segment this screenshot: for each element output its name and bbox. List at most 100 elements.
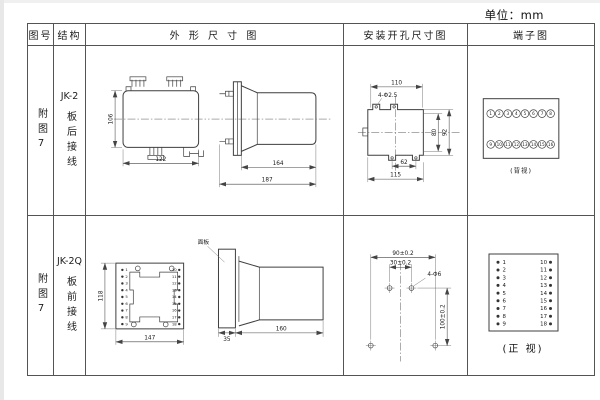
terminal-dot (496, 307, 500, 310)
terminal-number: 13 (172, 287, 177, 292)
terminal-dot (178, 322, 181, 326)
terminal-number: 14 (531, 142, 537, 147)
terminal-dot (178, 268, 181, 272)
terminal-number: 16 (548, 142, 554, 147)
terminal-number: 5 (524, 111, 527, 116)
dim-front-height: 106 (109, 113, 115, 124)
jk2q-drill-pattern: 90±0.2 30±0.2 100±0.2 4-Φ6 (365, 251, 452, 362)
spec-table: 图号 结构 外 形 尺 寸 图 安装开孔尺寸图 端子图 附图7 JK-2 板后接… (27, 23, 595, 376)
terminal-circle (546, 140, 555, 149)
terminal-number: 16 (172, 308, 177, 313)
holes-spec-label: 4-Φ6 (427, 272, 441, 278)
cell-structure-row1: JK-2 板后接线 (54, 46, 86, 216)
cell-figure-row2: 附图7 (28, 216, 54, 375)
terminal-number: 12 (540, 275, 547, 281)
terminal-number: 10 (540, 260, 547, 266)
terminal-number: 10 (172, 267, 177, 272)
cell-mounting-row2: 90±0.2 30±0.2 100±0.2 4-Φ6 (344, 216, 468, 375)
terminal-number: 12 (514, 142, 520, 147)
mounting-drawing-jk2: 110 4-Φ2.5 80 92 62 115 (357, 80, 462, 183)
terminal-number: 18 (540, 322, 547, 328)
dim-plate-width: 147 (144, 335, 155, 341)
terminal-number: 13 (522, 142, 528, 147)
terminal-number: 3 (125, 281, 128, 286)
figure-number: 附图7 (35, 272, 47, 319)
wiring-type: 板前接线 (64, 275, 76, 336)
terminal-dot (121, 302, 124, 305)
dim-depth-inner: 164 (273, 161, 284, 167)
terminal-number: 15 (540, 299, 547, 305)
terminal-dot (496, 314, 500, 318)
dim-panel-depth: 35 (223, 337, 231, 343)
jk2-cutout: 110 4-Φ2.5 80 92 62 115 (357, 80, 462, 183)
dim-front-width: 122 (155, 157, 166, 163)
terminal-dot (496, 291, 500, 295)
terminal-circle (503, 109, 513, 118)
terminal-circle (512, 109, 521, 118)
terminal-number: 9 (489, 142, 492, 147)
terminal-number: 1 (489, 111, 492, 116)
terminal-dot (549, 307, 552, 310)
dim-cutout-top-width: 110 (391, 80, 402, 86)
terminal-dot (121, 316, 124, 319)
terminal-dot (121, 309, 124, 312)
terminal-number: 1 (125, 267, 128, 272)
terminal-circle (529, 140, 538, 149)
terminal-number: 16 (540, 306, 547, 312)
terminal-number: 7 (503, 306, 506, 312)
terminal-circle (503, 140, 513, 149)
dim-notch-span: 62 (400, 160, 408, 166)
cell-figure-row1: 附图7 (28, 46, 54, 216)
terminal-number: 14 (172, 294, 177, 299)
terminal-number: 9 (503, 322, 507, 328)
dim-cutout-bottom-width: 115 (390, 173, 401, 179)
terminal-number: 4 (515, 111, 518, 116)
terminal-dot (549, 268, 552, 272)
terminal-dot (549, 260, 552, 264)
terminal-number: 12 (172, 281, 177, 286)
terminal-dot (178, 289, 181, 292)
panel-label: 面板 (198, 238, 210, 246)
model-name: JK-2 (60, 90, 79, 102)
header-structure: 结构 (54, 24, 86, 46)
dim-hole-inner-span: 30±0.2 (390, 261, 412, 267)
terminal-dot (496, 322, 500, 326)
jk2-front-view: 106 122 (109, 76, 210, 167)
terminal-number: 2 (503, 268, 506, 274)
model-name: JK-2Q (57, 255, 82, 267)
terminal-studs (219, 90, 234, 145)
terminal-dot (178, 316, 181, 319)
cell-structure-row2: JK-2Q 板前接线 (54, 216, 86, 375)
terminal-number: 18 (172, 321, 177, 326)
terminal-circle (495, 109, 504, 118)
terminal-number: 10 (497, 142, 503, 147)
dim-cutout-outer-height: 92 (443, 128, 449, 136)
terminal-number: 9 (125, 321, 128, 326)
terminal-caption: (背视) (510, 165, 532, 174)
terminal-number: 15 (172, 301, 177, 306)
dim-plate-height: 118 (98, 290, 104, 301)
dim-cutout-inner-height: 80 (432, 128, 438, 136)
terminal-dot (121, 322, 124, 326)
terminal-number: 3 (503, 275, 506, 281)
terminal-number: 6 (503, 299, 507, 305)
terminal-dot (121, 289, 124, 292)
terminal-circle (520, 109, 530, 118)
terminal-circle (529, 109, 538, 118)
terminal-number: 5 (503, 291, 506, 297)
terminal-caption: (正 视) (503, 342, 544, 355)
dim-hole-vertical-span: 100±0.2 (441, 304, 447, 329)
terminal-dot (496, 268, 500, 272)
terminal-number: 5 (125, 294, 128, 299)
terminal-dot (121, 268, 124, 272)
holes-spec-label: 4-Φ2.5 (378, 93, 398, 99)
